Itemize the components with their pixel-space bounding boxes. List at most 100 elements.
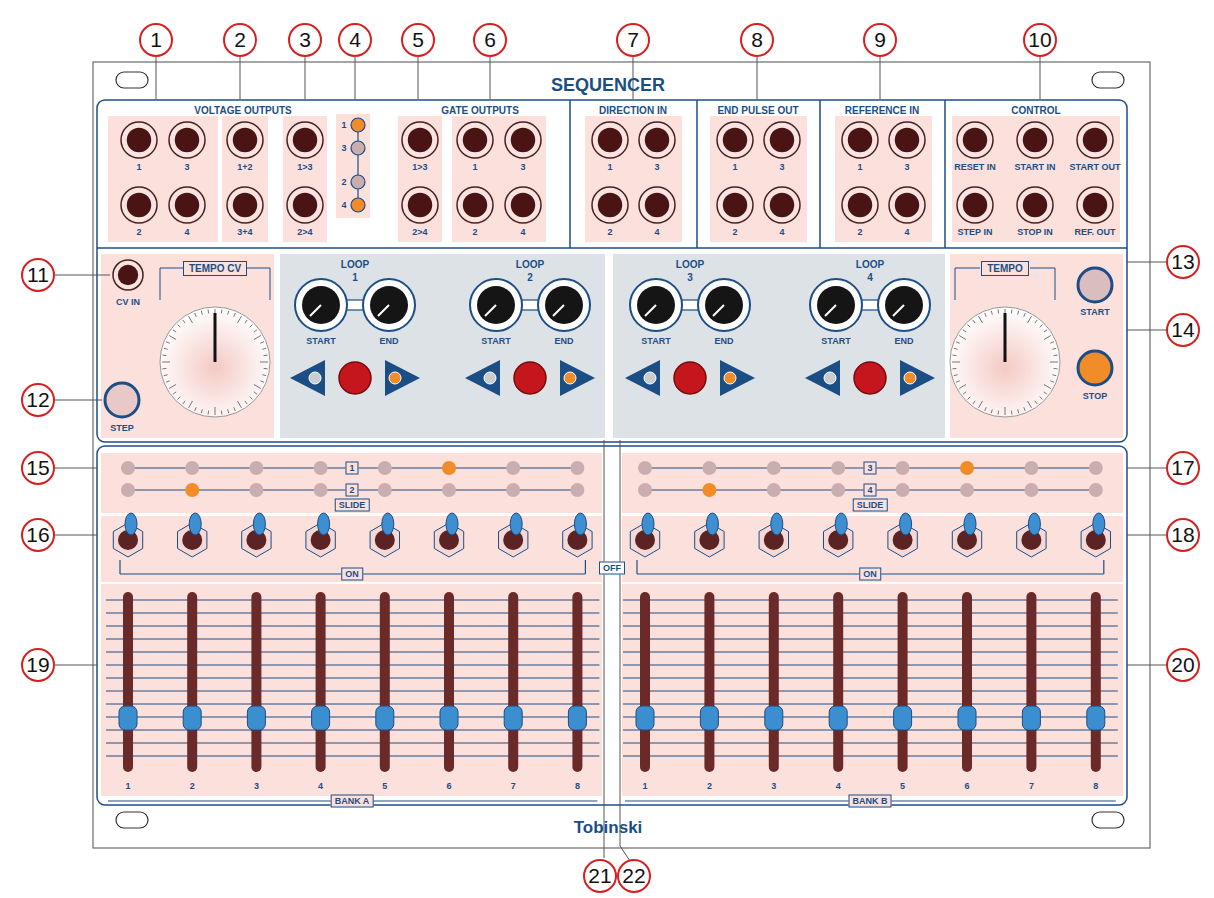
slider-number: 3 bbox=[771, 781, 776, 792]
slider-track bbox=[123, 592, 133, 772]
slider-number: 6 bbox=[964, 781, 969, 792]
dial-tick bbox=[1018, 311, 1019, 315]
jack-label: REF. OUT bbox=[1074, 227, 1115, 238]
faceplate bbox=[93, 62, 1150, 848]
knob-label: START bbox=[821, 336, 850, 347]
jack-socket bbox=[402, 187, 438, 223]
led bbox=[249, 483, 263, 497]
knob-pointer bbox=[825, 305, 836, 316]
dial-tick bbox=[164, 375, 168, 376]
scale-line bbox=[623, 717, 1118, 718]
knob-pointer bbox=[553, 305, 564, 316]
brand-logo: Tobinski bbox=[574, 818, 643, 838]
led bbox=[378, 461, 392, 475]
jack-label: 3 bbox=[654, 162, 659, 173]
row-label: 4 bbox=[863, 484, 876, 497]
jack-socket bbox=[121, 122, 157, 158]
led bbox=[351, 118, 365, 132]
start-button bbox=[1078, 268, 1112, 302]
dial-tick bbox=[254, 330, 257, 332]
jack-hole bbox=[895, 128, 919, 152]
jack-hole bbox=[723, 128, 747, 152]
mounting-hole bbox=[1092, 812, 1124, 828]
leader-line bbox=[240, 57, 241, 99]
jack-socket bbox=[402, 122, 438, 158]
direction-arrow bbox=[805, 360, 840, 396]
jack-label: START IN bbox=[1015, 162, 1056, 173]
led bbox=[1024, 461, 1038, 475]
loop-label: LOOP bbox=[516, 259, 544, 270]
row-label: 1 bbox=[345, 462, 358, 475]
jack-hole bbox=[645, 128, 669, 152]
direction-arrow bbox=[290, 360, 325, 396]
slider-knob bbox=[1087, 706, 1105, 730]
dial-tick bbox=[968, 397, 971, 400]
jack-label: 1+2 bbox=[237, 162, 252, 173]
slider-track bbox=[1026, 592, 1036, 772]
led bbox=[351, 198, 365, 212]
loop-knob bbox=[637, 286, 675, 324]
dial-tick bbox=[162, 368, 166, 370]
callout-number: 20 bbox=[1166, 648, 1200, 682]
slider-knob bbox=[1022, 706, 1040, 730]
section-panel: GATE OUTPUTS bbox=[390, 100, 570, 248]
led bbox=[121, 483, 135, 497]
dial-tick bbox=[195, 313, 197, 317]
led bbox=[121, 461, 135, 475]
jack-socket bbox=[842, 122, 878, 158]
callout-number: 22 bbox=[617, 859, 651, 893]
direction-arrow bbox=[720, 360, 755, 396]
scale-line bbox=[106, 665, 599, 666]
dial-tick bbox=[1018, 409, 1019, 413]
section-panel: DIRECTION IN bbox=[570, 100, 697, 248]
led bbox=[249, 461, 263, 475]
led bbox=[702, 461, 716, 475]
jack-socket bbox=[717, 187, 753, 223]
pink-area bbox=[398, 116, 442, 242]
led bbox=[831, 483, 845, 497]
dial-pointer bbox=[1004, 313, 1007, 362]
scale-line bbox=[106, 691, 599, 692]
on-bracket bbox=[119, 560, 120, 574]
loop-knob bbox=[302, 286, 340, 324]
jack-socket bbox=[764, 187, 800, 223]
jack-socket bbox=[227, 187, 263, 223]
toggle-lever bbox=[771, 513, 783, 535]
callout-number: 14 bbox=[1166, 313, 1200, 347]
dial-tick bbox=[201, 311, 202, 315]
callout-number: 9 bbox=[863, 23, 897, 57]
dial-tick bbox=[1054, 355, 1058, 357]
scale-line bbox=[623, 704, 1118, 705]
leader-line bbox=[1127, 535, 1166, 536]
pink-area bbox=[622, 453, 1123, 513]
slide-label: SLIDE bbox=[335, 499, 370, 512]
jack-hole bbox=[233, 193, 257, 217]
dial-tick bbox=[973, 401, 975, 404]
toggle-lever bbox=[125, 513, 137, 535]
toggle-lever bbox=[382, 513, 394, 535]
faceplate-panel: SEQUENCERTobinskiVOLTAGE OUTPUTSGATE OUT… bbox=[93, 62, 1150, 848]
slider-number: 2 bbox=[707, 781, 712, 792]
button-label: STEP bbox=[110, 423, 134, 434]
pink-area bbox=[101, 584, 602, 796]
knob-ring bbox=[698, 279, 750, 331]
jack-socket bbox=[1077, 187, 1113, 223]
scale-line bbox=[623, 756, 1118, 757]
scale-line bbox=[106, 600, 599, 601]
slider-number: 7 bbox=[511, 781, 516, 792]
jack-hole bbox=[895, 193, 919, 217]
dial-tick bbox=[178, 325, 181, 328]
jack-hole bbox=[645, 193, 669, 217]
dial-tick bbox=[998, 309, 1000, 313]
jack-hole bbox=[293, 193, 317, 217]
dial-tick bbox=[189, 401, 193, 408]
callout-number: 11 bbox=[21, 258, 55, 292]
callout-number: 4 bbox=[338, 23, 372, 57]
dial-tick bbox=[254, 336, 261, 340]
leader-line bbox=[1127, 468, 1166, 469]
jack-socket bbox=[227, 122, 263, 158]
label-box: TEMPO CV bbox=[183, 261, 247, 276]
dial-tick bbox=[234, 313, 236, 317]
toggle-lever bbox=[510, 513, 522, 535]
scale-line bbox=[106, 626, 599, 627]
